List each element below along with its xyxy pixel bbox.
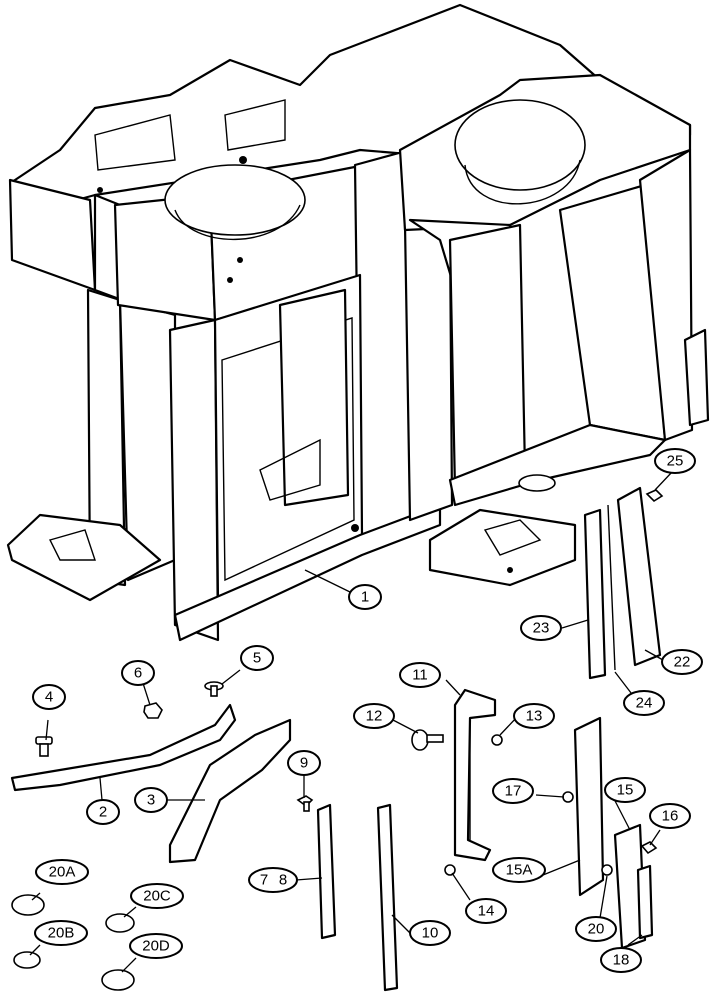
part-20-nut [601, 864, 613, 876]
main-frame-assembly [6, 3, 710, 642]
leader-lines [29, 471, 673, 973]
part-20D-plug [101, 969, 135, 991]
callout-20: 20 [575, 916, 617, 942]
callout-4: 4 [32, 684, 66, 710]
part-13-clip [491, 734, 503, 746]
svg-text:13: 13 [526, 708, 543, 725]
callout-6: 6 [121, 660, 155, 686]
svg-text:10: 10 [422, 925, 439, 942]
part-25-bolt [645, 489, 664, 503]
part-6-nut [143, 702, 163, 719]
part-17-nut [562, 791, 574, 803]
svg-text:24: 24 [636, 695, 653, 712]
svg-text:8: 8 [279, 872, 287, 889]
svg-text:20: 20 [588, 921, 605, 938]
svg-text:12: 12 [366, 708, 383, 725]
callout-18: 18 [600, 947, 642, 973]
part-14-nut [444, 864, 456, 876]
callout-20A: 20A [35, 859, 89, 885]
svg-text:6: 6 [134, 665, 142, 682]
svg-text:3: 3 [147, 792, 155, 809]
callout-22: 22 [661, 649, 703, 675]
part-15-bracket [613, 823, 647, 950]
svg-text:2: 2 [99, 804, 107, 821]
svg-text:23: 23 [533, 620, 550, 637]
part-7-8-hinge-strip [316, 803, 337, 940]
svg-text:14: 14 [478, 903, 495, 920]
svg-text:1: 1 [361, 589, 369, 606]
svg-text:5: 5 [253, 650, 261, 667]
part-11-bracket-assembly [453, 688, 497, 862]
callout-16: 16 [649, 803, 691, 829]
part-3-bracket [168, 718, 292, 864]
callout-13: 13 [513, 703, 555, 729]
svg-text:7: 7 [260, 872, 268, 889]
callout-20B: 20B [34, 920, 88, 946]
svg-text:20A: 20A [49, 864, 76, 881]
part-20A-plug [11, 894, 45, 916]
svg-text:20D: 20D [142, 938, 170, 955]
part-15A-plate [573, 716, 605, 897]
part-9-bolt [296, 795, 314, 812]
callout-15A: 15A [492, 857, 546, 883]
svg-text:22: 22 [674, 654, 691, 671]
part-24-pin [607, 504, 616, 671]
callout-14: 14 [465, 898, 507, 924]
part-5-screw [204, 681, 224, 697]
svg-text:11: 11 [412, 667, 428, 684]
part-20C-plug [105, 913, 135, 933]
svg-text:9: 9 [300, 755, 308, 772]
callout-5: 5 [240, 645, 274, 671]
callout-3: 3 [134, 787, 168, 813]
callout-11: 11 [399, 662, 441, 688]
part-22-hinge-half [616, 486, 662, 667]
callout-2: 2 [86, 799, 120, 825]
part-20B-plug [13, 951, 41, 969]
part-23-hinge-half [583, 508, 607, 680]
callout-15: 15 [604, 777, 646, 803]
callout-25: 25 [654, 448, 696, 474]
callout-1: 1 [348, 584, 382, 610]
svg-text:16: 16 [662, 808, 679, 825]
svg-text:25: 25 [667, 453, 684, 470]
callout-23: 23 [520, 615, 562, 641]
callout-12: 12 [353, 703, 395, 729]
part-10-strip [376, 803, 399, 992]
part-16-bolt [640, 841, 658, 855]
part-4-bolt [35, 736, 53, 757]
svg-text:15: 15 [617, 782, 634, 799]
part-12-bolt [411, 729, 444, 751]
svg-text:4: 4 [45, 689, 53, 706]
svg-text:20C: 20C [143, 888, 171, 905]
callout-10: 10 [409, 920, 451, 946]
part-18-strip [636, 864, 654, 940]
svg-text:18: 18 [613, 952, 630, 969]
part-2-strap [10, 703, 237, 792]
callout-17: 17 [492, 778, 534, 804]
callout-20C: 20C [130, 883, 184, 909]
callout-9: 9 [287, 750, 321, 776]
svg-text:15A: 15A [506, 862, 533, 879]
svg-text:17: 17 [505, 783, 522, 800]
svg-text:20B: 20B [48, 925, 75, 942]
callout-20D: 20D [129, 933, 183, 959]
callout-24: 24 [623, 690, 665, 716]
